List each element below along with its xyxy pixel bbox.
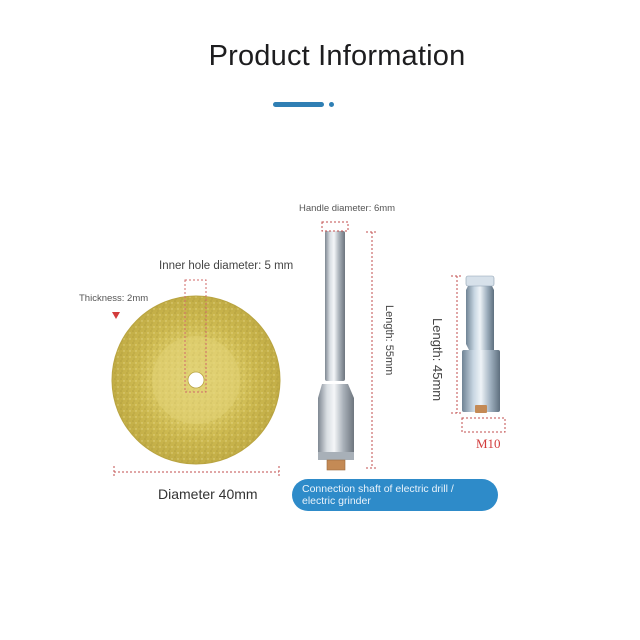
diameter-label: Diameter 40mm (158, 486, 258, 502)
page-title: Product Information (208, 40, 466, 72)
m10-adapter (462, 275, 500, 413)
diamond-disc (111, 295, 281, 465)
caption-line-2: electric grinder (302, 495, 371, 507)
m10-label: M10 (476, 436, 501, 451)
adapter-length-dimension (451, 275, 463, 414)
diameter-dimension (113, 466, 280, 478)
title-underline (273, 102, 324, 107)
caption-line-1: Connection shaft of electric drill / (302, 483, 454, 495)
thickness-marker-icon (112, 312, 120, 319)
handle-diameter-marker (321, 221, 349, 232)
title-underline-dot (329, 102, 334, 107)
thickness-label: Thickness: 2mm (79, 293, 149, 304)
inner-hole-label: Inner hole diameter: 5 mm (159, 260, 294, 272)
inner-hole-marker (184, 279, 207, 393)
mandrel-length-label: Length: 55mm (383, 305, 395, 376)
handle-diameter-label: Handle diameter: 6mm (299, 203, 396, 214)
mandrel-length-dimension (366, 231, 378, 469)
adapter-length-label: Length: 45mm (430, 318, 445, 402)
mandrel-shaft (318, 231, 354, 471)
m10-marker (461, 417, 506, 433)
connection-shaft-caption: Connection shaft of electric drill / ele… (292, 479, 498, 511)
